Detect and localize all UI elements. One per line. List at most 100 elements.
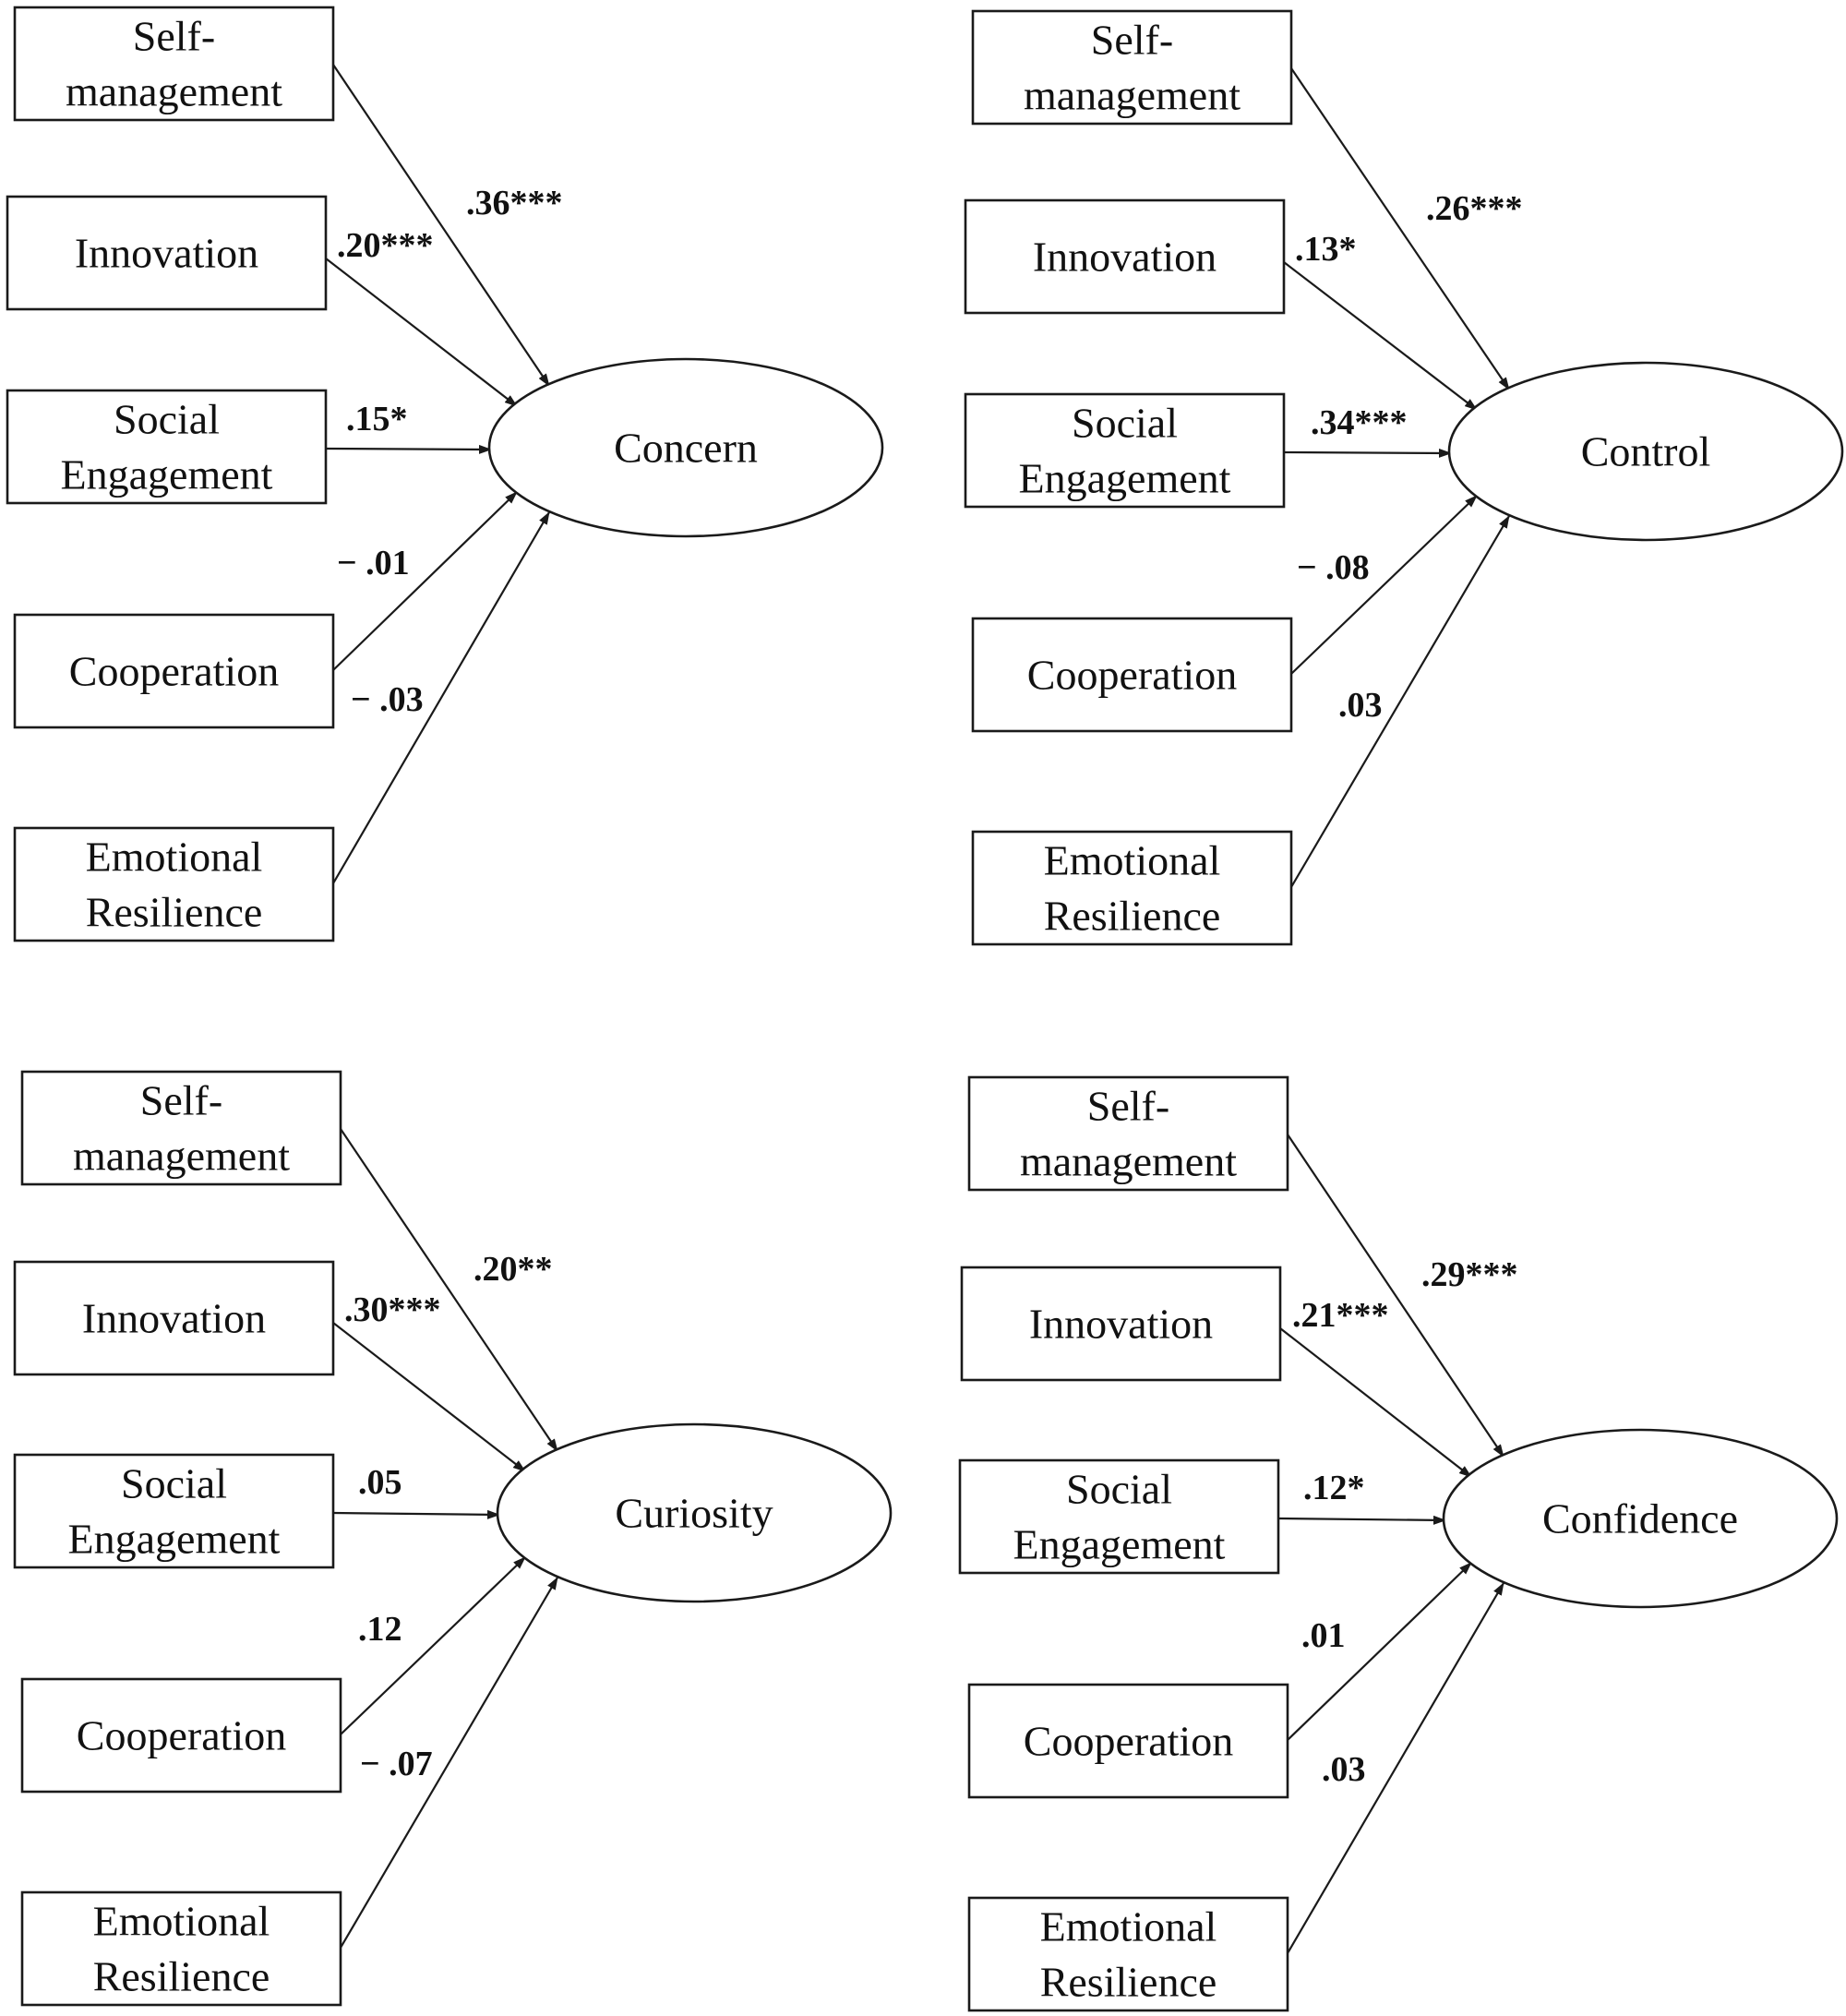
path-arrow-self-management-to-concern [332,64,550,387]
predictor-label: Self- [1091,17,1173,64]
predictor-label: Social [1066,1466,1172,1513]
predictor-label: Innovation [82,1295,266,1342]
path-arrow-emotional-resilience-to-concern [332,511,550,884]
path-coefficient-social-engagement: .05 [358,1463,402,1502]
predictor-label: Cooperation [77,1712,286,1759]
predictor-label: Innovation [75,230,258,277]
predictor-box-frame [13,6,335,122]
path-arrow-emotional-resilience-to-confidence [1287,1582,1504,1954]
outcome-node-concern: Concern [487,357,884,538]
predictor-box-frame [20,1890,342,2007]
outcome-ellipse [1442,1428,1839,1609]
path-coefficient-cooperation: .12 [358,1610,402,1649]
predictor-box-frame [971,9,1293,126]
predictor-label: management [1024,72,1241,119]
predictor-box-frame [967,1896,1289,2012]
predictor-label: Innovation [1033,234,1217,281]
path-coefficient-self-management: .26*** [1426,189,1523,228]
predictor-box-cooperation: Cooperation [967,1683,1289,1799]
predictor-label: Self- [1087,1083,1169,1130]
path-coefficient-emotional-resilience: .03 [1322,1750,1366,1789]
predictor-label: management [73,1133,290,1180]
predictor-label: Engagement [1013,1521,1226,1568]
predictor-label: Emotional [1040,1903,1217,1950]
panel-control: Self-managementInnovationSocialEngagemen… [964,9,1844,946]
outcome-node-curiosity: Curiosity [496,1422,893,1603]
path-coefficient-innovation: .13* [1295,230,1357,269]
predictor-label: Engagement [61,451,273,498]
predictor-box-frame [967,1683,1289,1799]
outcome-label: Concern [614,425,758,472]
predictor-box-frame [6,389,328,505]
path-arrow-emotional-resilience-to-curiosity [340,1577,558,1949]
predictor-box-self-management: Self-management [967,1075,1289,1192]
predictor-label: Emotional [1044,837,1221,884]
predictor-box-self-management: Self-management [13,6,335,122]
path-arrow-social-engagement-to-curiosity [332,1509,500,1519]
outcome-node-confidence: Confidence [1442,1428,1839,1609]
path-arrow-cooperation-to-control [1290,495,1478,675]
path-coefficient-self-management: .20** [473,1250,553,1289]
path-arrow-cooperation-to-concern [332,491,518,671]
predictor-box-frame [971,830,1293,946]
path-arrow-innovation-to-control [1283,261,1478,411]
predictor-box-self-management: Self-management [971,9,1293,126]
predictor-box-self-management: Self-management [20,1070,342,1186]
predictor-box-frame [6,195,328,311]
predictor-label: Cooperation [1024,1718,1233,1765]
predictor-box-frame [13,1260,335,1376]
path-coefficient-cooperation: − .01 [337,544,410,582]
outcome-label: Curiosity [615,1490,773,1537]
predictor-box-frame [967,1075,1289,1192]
predictor-label: management [1020,1138,1237,1185]
predictor-box-cooperation: Cooperation [13,613,335,729]
path-arrow-self-management-to-confidence [1287,1134,1504,1458]
predictor-box-frame [20,1677,342,1794]
predictor-box-frame [971,617,1293,733]
predictor-box-innovation: Innovation [960,1266,1282,1382]
predictor-box-innovation: Innovation [964,198,1286,315]
path-arrow-innovation-to-confidence [1279,1327,1472,1478]
predictor-box-frame [964,198,1286,315]
predictor-box-frame [13,826,335,942]
predictor-label: Self- [140,1077,222,1124]
panel-concern: Self-managementInnovationSocialEngagemen… [6,6,884,942]
path-arrow-cooperation-to-curiosity [340,1556,526,1735]
predictor-box-frame [960,1266,1282,1382]
panel-confidence: Self-managementInnovationSocialEngagemen… [958,1075,1839,2012]
predictor-label: Resilience [86,889,263,936]
predictor-box-frame [958,1458,1280,1575]
path-coefficient-cooperation: − .08 [1297,548,1370,587]
outcome-node-control: Control [1447,361,1844,542]
path-arrow-social-engagement-to-control [1283,448,1452,458]
outcome-ellipse [487,357,884,538]
predictor-label: Resilience [1044,893,1221,940]
predictor-box-frame [20,1070,342,1186]
predictor-box-cooperation: Cooperation [20,1677,342,1794]
path-coefficient-social-engagement: .15* [346,400,408,438]
outcome-label: Confidence [1542,1495,1738,1542]
predictor-label: Emotional [93,1898,270,1945]
predictor-label: Cooperation [1027,652,1237,699]
path-arrow-innovation-to-curiosity [332,1322,526,1472]
predictor-box-frame [13,613,335,729]
predictor-label: Self- [133,13,215,60]
path-arrow-innovation-to-concern [325,258,518,407]
predictor-box-frame [13,1453,335,1569]
path-coefficient-social-engagement: .34*** [1311,403,1408,442]
predictor-box-frame [964,392,1286,509]
outcome-ellipse [1447,361,1844,542]
path-coefficient-self-management: .29*** [1421,1255,1518,1294]
predictor-label: Resilience [1040,1959,1217,2006]
predictor-label: Resilience [93,1953,270,2000]
predictor-label: Engagement [1019,455,1231,502]
path-coefficient-social-engagement: .12* [1303,1469,1365,1507]
path-coefficient-innovation: .21*** [1292,1296,1389,1335]
path-coefficient-self-management: .36*** [466,184,563,222]
